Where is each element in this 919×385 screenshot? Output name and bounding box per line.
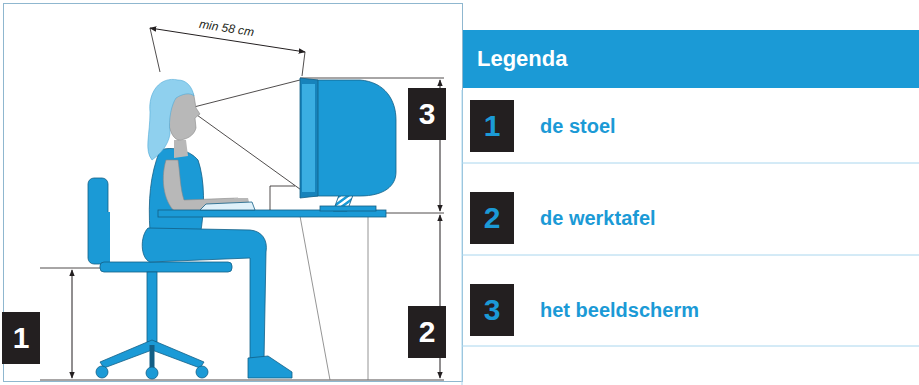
reference-line-part	[302, 52, 305, 76]
panel-frame-part	[462, 90, 463, 385]
desk-part	[200, 202, 255, 210]
chair-part	[104, 212, 110, 264]
reference-line-part	[150, 28, 160, 72]
number-text: 1	[484, 109, 501, 143]
legend-number: 3	[470, 284, 514, 336]
monitor-part	[302, 84, 315, 192]
panel-frame-part	[4, 4, 463, 382]
panel-frame-part	[462, 255, 919, 256]
legend-number: 1	[470, 100, 514, 152]
legend-title: Legenda	[477, 46, 567, 72]
number-text: 1	[13, 321, 30, 355]
callout-number: 2	[408, 306, 446, 358]
sight-line	[190, 80, 304, 192]
dimension-arrow-part	[72, 270, 73, 378]
legend-text: het beeldscherm	[540, 299, 699, 322]
chair-part	[100, 340, 204, 368]
callout-number: 1	[2, 312, 40, 364]
reference-line	[40, 28, 444, 380]
number-text: 2	[419, 315, 436, 349]
legend-text: de werktafel	[540, 207, 656, 230]
reference-line-part	[385, 213, 444, 214]
woman-part	[248, 356, 292, 378]
chair-part	[196, 366, 208, 378]
number-text: 3	[484, 293, 501, 327]
number-text: 2	[484, 201, 501, 235]
legend-text: de stoel	[540, 115, 616, 138]
panel-frame	[4, 4, 919, 385]
desk-leg	[300, 216, 368, 380]
number-text: 3	[419, 97, 436, 131]
dimension-label: min 58 cm	[197, 17, 258, 40]
monitor-part	[320, 206, 376, 211]
woman-part	[174, 140, 188, 158]
chair-part	[146, 367, 158, 379]
dimension-arrow	[72, 28, 440, 378]
woman-part	[148, 79, 194, 160]
monitor	[300, 78, 396, 211]
chair-part	[96, 366, 108, 378]
chair-part	[147, 272, 157, 342]
legend-number: 2	[470, 192, 514, 244]
legend-header: Legenda	[463, 30, 919, 88]
chair-part	[100, 262, 232, 272]
woman	[142, 79, 292, 378]
monitor-part	[306, 80, 396, 196]
desk-part	[270, 186, 295, 210]
chair-part	[150, 345, 155, 368]
reference-line-part	[300, 78, 444, 79]
desk-leg-part	[300, 216, 330, 380]
panel-frame-part	[462, 346, 919, 347]
callout-number: 3	[408, 88, 446, 140]
desk-leg-part	[368, 216, 369, 380]
reference-line-part	[40, 380, 444, 381]
monitor-part	[300, 78, 318, 198]
sight-line-part	[190, 80, 300, 108]
panel-frame-part	[462, 163, 919, 164]
sight-line-part	[190, 110, 304, 192]
woman-part	[142, 228, 266, 360]
